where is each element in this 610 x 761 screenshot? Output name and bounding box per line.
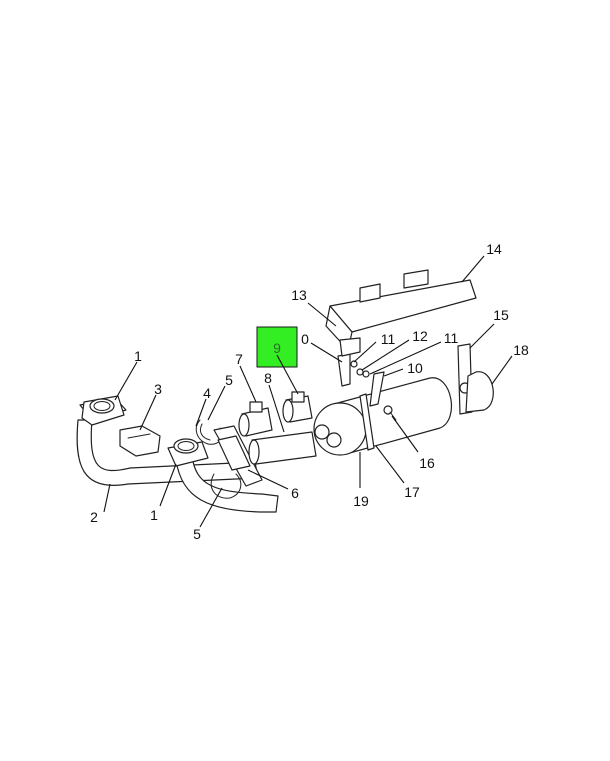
callout-0: 0 (301, 331, 309, 347)
callout-5-upper: 5 (225, 372, 233, 388)
callout-11-upper: 11 (381, 331, 396, 347)
nut (350, 360, 358, 368)
muffler (313, 377, 453, 456)
clamp-spring-lower (210, 473, 242, 499)
clamp-right (282, 391, 313, 423)
exhaust-pipe-left (76, 395, 259, 486)
callout-1-right: 1 (150, 507, 158, 523)
callout-8: 8 (264, 370, 272, 386)
callout-19: 19 (353, 493, 369, 509)
nut-lower (362, 370, 370, 378)
exhaust-pipe-right (167, 438, 279, 513)
highlight-box (256, 326, 298, 368)
callout-12: 12 (412, 328, 428, 344)
strap-lower (369, 371, 385, 407)
callout-17: 17 (404, 484, 420, 500)
callout-4: 4 (203, 385, 211, 401)
outlet-elbow (465, 371, 494, 413)
callout-15: 15 (493, 307, 509, 323)
leader-lines (103, 255, 513, 528)
callout-11-lower: 11 (444, 330, 459, 346)
bracket-shield (325, 305, 361, 357)
callout-13: 13 (291, 287, 307, 303)
callout-16: 16 (419, 455, 435, 471)
callout-3: 3 (154, 381, 162, 397)
callout-14: 14 (486, 241, 502, 257)
callout-7: 7 (235, 351, 243, 367)
callout-6: 6 (291, 485, 299, 501)
tailpipe-section (248, 431, 317, 465)
callout-10: 10 (407, 360, 423, 376)
strap (337, 353, 351, 387)
bolt (383, 405, 397, 421)
callout-9: 9 (273, 340, 281, 356)
callout-2: 2 (90, 509, 98, 525)
callout-18: 18 (513, 342, 529, 358)
clamp-left (238, 401, 273, 437)
heat-shield (329, 269, 477, 333)
bracket-small (119, 425, 161, 457)
callout-1-left: 1 (134, 348, 142, 364)
muffler-band (359, 393, 375, 451)
callout-5-lower: 5 (193, 526, 201, 542)
washer (356, 368, 364, 376)
